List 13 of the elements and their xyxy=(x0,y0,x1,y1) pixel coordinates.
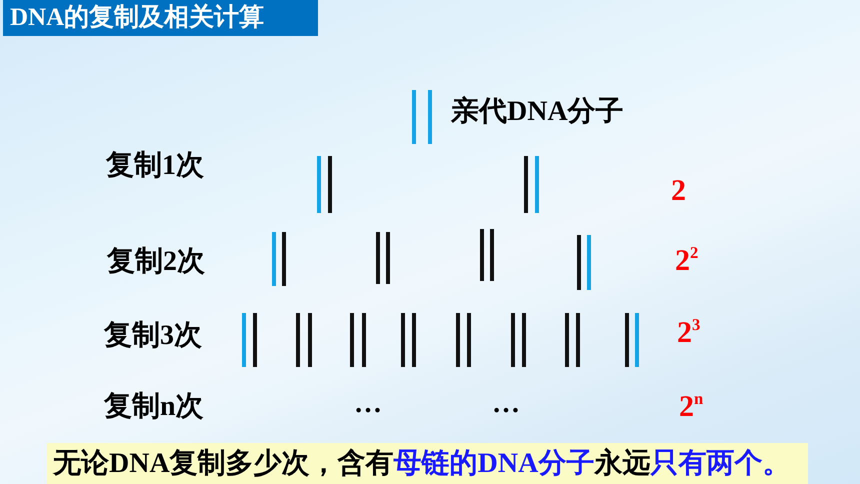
title-bar: DNA的复制及相关计算 xyxy=(3,0,318,36)
count-formula: 2 xyxy=(671,176,686,206)
count-formula: 2$^{n}$ xyxy=(679,392,704,422)
row-label: 复制3次 xyxy=(104,322,202,350)
conclusion-note: 无论DNA复制多少次，含有母链的DNA分子永远只有两个。 xyxy=(47,443,808,484)
row-label: 复制1次 xyxy=(106,152,204,180)
row-label: 复制n次 xyxy=(104,393,204,421)
count-formula: 2$^{3}$ xyxy=(677,318,700,348)
count-formula: 2$^{2}$ xyxy=(675,246,698,276)
molecule-caption: 亲代DNA分子 xyxy=(451,98,624,126)
ellipsis: … xyxy=(492,390,520,418)
row-label: 复制2次 xyxy=(107,248,205,276)
ellipsis: … xyxy=(354,390,382,418)
